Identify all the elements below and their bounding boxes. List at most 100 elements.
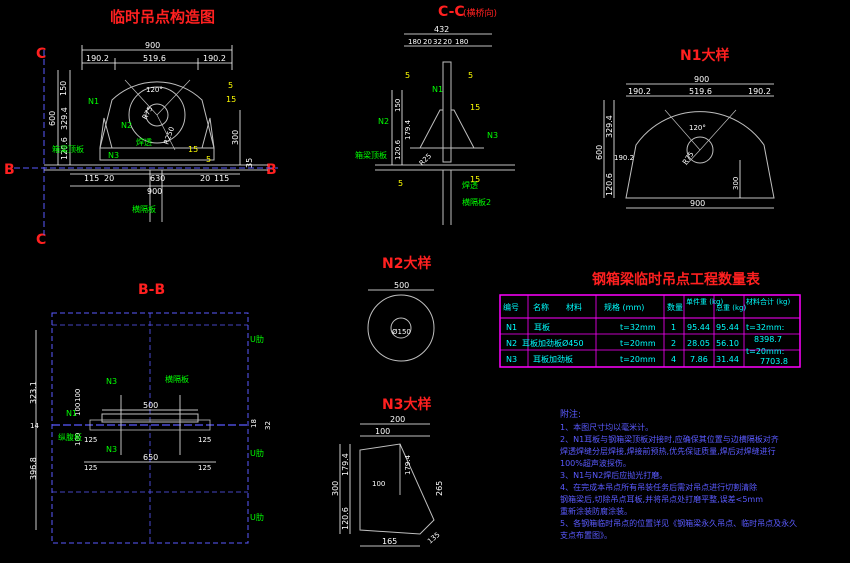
note-line-4: 100%超声波探伤。 bbox=[560, 458, 631, 468]
table-title: 钢箱梁临时吊点工程数量表 bbox=[592, 271, 761, 288]
th-qty: 数量 bbox=[667, 302, 683, 312]
n1-d190: 190.2 bbox=[614, 154, 634, 162]
n3-inner-100: 100 bbox=[372, 480, 385, 488]
cc-ear-plate bbox=[442, 61, 452, 163]
notes-title: 附注: bbox=[560, 408, 581, 420]
note-line-7: 钢箱梁后,切除吊点耳板,并将吊点处打磨平整,误差<5mm bbox=[560, 494, 763, 504]
n1-view: N1大样 900 190.2 519.6 190.2 600 329.4 120… bbox=[595, 47, 775, 209]
weld-15-b: 15 bbox=[188, 145, 198, 154]
n1-dim-519: 519.6 bbox=[689, 87, 712, 96]
dim-300-right: 300 bbox=[231, 130, 240, 145]
bb-dim-100b: 100 bbox=[74, 403, 82, 416]
td-r2-sum: t=20mm: bbox=[746, 347, 784, 356]
th-total: 总重 (kg) bbox=[716, 303, 746, 312]
td-r2-no: N2 bbox=[506, 339, 517, 348]
bb-dim-14: 14 bbox=[30, 422, 39, 430]
label-angle: 120° bbox=[146, 86, 163, 94]
note-line-9: 5、各钢箱临时吊点的位置详见《钢箱梁永久吊点、临时吊点及永久 bbox=[560, 518, 797, 528]
quantity-table: 钢箱梁临时吊点工程数量表 编号 名称 材料 规格 (mm) 数量 单件重 (kg… bbox=[499, 271, 801, 368]
td-r3-qty: 4 bbox=[671, 355, 676, 364]
label-deck: 箱梁顶板 bbox=[52, 144, 84, 154]
dim-900-bottom: 900 bbox=[147, 187, 162, 196]
weld-5-b: 5 bbox=[206, 155, 211, 164]
n3-title: N3大样 bbox=[382, 396, 431, 413]
dim-120-left: 120.6 bbox=[60, 137, 69, 160]
cc-weld-5a: 5 bbox=[405, 71, 410, 80]
cc-dim-179: 179.4 bbox=[404, 119, 412, 140]
n2-title: N2大样 bbox=[382, 255, 431, 272]
cc-view: C-C (横桥向) 432 180 20 32 20 180 150 120.6… bbox=[355, 4, 515, 225]
label-n1: N1 bbox=[88, 97, 99, 106]
bb-dim-323: 323.1 bbox=[29, 381, 38, 404]
td-r3-total: 31.44 bbox=[716, 355, 739, 364]
cc-title: C-C bbox=[438, 4, 465, 20]
n3-dim-100: 100 bbox=[375, 427, 390, 436]
n3-angle-135: 135 bbox=[426, 531, 441, 546]
cc-label-n3: N3 bbox=[487, 131, 498, 140]
dim-190-right: 190.2 bbox=[203, 54, 226, 63]
marker-c-bottom: C bbox=[36, 232, 46, 248]
n1-r75: R75 bbox=[681, 150, 695, 166]
bb-dim-100c: 100 bbox=[74, 433, 82, 446]
dim-115-left: 115 bbox=[84, 174, 99, 183]
td-r2-qty: 2 bbox=[671, 339, 676, 348]
n3-dim-265: 265 bbox=[435, 481, 444, 496]
n2-view: N2大样 500 Ø150 bbox=[367, 255, 435, 362]
n3-outline bbox=[359, 443, 435, 535]
cc-dim-20a: 20 bbox=[423, 38, 432, 46]
bb-label-u3: U肋 bbox=[250, 512, 264, 522]
n3-dim-200: 200 bbox=[390, 415, 405, 424]
n3-view: N3大样 200 100 300 120.6 179.4 179.4 100 2… bbox=[331, 396, 444, 547]
n1-dim-190a: 190.2 bbox=[628, 87, 651, 96]
label-n2: N2 bbox=[121, 121, 132, 130]
n2-inner-circle bbox=[390, 317, 412, 339]
n3-dim-300: 300 bbox=[331, 481, 340, 496]
dim-600-left: 600 bbox=[48, 111, 57, 126]
bb-label-n3a: N3 bbox=[106, 377, 117, 386]
weld-5-a: 5 bbox=[228, 81, 233, 90]
bb-view: B-B 323.1 100 100 100 396.8 14 18 32 500… bbox=[29, 282, 272, 544]
td-r2-spec: t=20mm bbox=[620, 339, 656, 348]
td-r3-unit: 7.86 bbox=[690, 355, 708, 364]
cc-dim-180b: 180 bbox=[455, 38, 468, 46]
th-no: 编号 bbox=[503, 302, 519, 312]
n1-dim-329: 329.4 bbox=[605, 115, 614, 138]
bb-dim-125d: 125 bbox=[198, 464, 211, 472]
cc-weld-5b: 5 bbox=[468, 71, 473, 80]
th-name: 名称 bbox=[533, 302, 549, 312]
th-unit: 单件重 (kg) bbox=[686, 297, 723, 306]
bb-dim-100a: 100 bbox=[74, 389, 82, 402]
td-r1-qty: 1 bbox=[671, 323, 676, 332]
note-line-8: 重新涂装防腐涂装。 bbox=[560, 506, 632, 516]
n1-detail-outline bbox=[625, 111, 775, 199]
cc-label-weld: 焊透 bbox=[462, 180, 478, 190]
n1-dim-120: 120.6 bbox=[605, 173, 614, 196]
n3-dim-165: 165 bbox=[382, 537, 397, 546]
bb-dim-650: 650 bbox=[143, 453, 158, 462]
th-sum: 材料合计 (kg) bbox=[746, 297, 790, 306]
cc-label-deck: 箱梁顶板 bbox=[355, 150, 387, 160]
td-r3-name: 耳板加劲板 bbox=[533, 354, 573, 364]
td-r1-name: 耳板 bbox=[534, 322, 550, 332]
bb-label-n1: N1 bbox=[66, 409, 77, 418]
dim-150-left: 150 bbox=[59, 81, 68, 96]
note-line-1: 1、本图尺寸均以毫米计。 bbox=[560, 422, 653, 432]
dim-329-left: 329.4 bbox=[60, 107, 69, 130]
label-n3: N3 bbox=[108, 151, 119, 160]
cc-weld-5c: 5 bbox=[398, 179, 403, 188]
dim-115-right: 115 bbox=[214, 174, 229, 183]
td-r1-unit: 95.44 bbox=[687, 323, 710, 332]
td-r1-sum: t=32mm: bbox=[746, 323, 784, 332]
bb-dim-396: 396.8 bbox=[29, 457, 38, 480]
n3-dim-179-inner: 179.4 bbox=[404, 454, 412, 475]
n3-dim-179-left: 179.4 bbox=[341, 453, 350, 476]
bb-dim-125c: 125 bbox=[84, 464, 97, 472]
n1-dim-190b: 190.2 bbox=[748, 87, 771, 96]
main-title: 临时吊点构造图 bbox=[110, 8, 215, 26]
td-r1-sum2: 8398.7 bbox=[754, 335, 782, 344]
td-r3-no: N3 bbox=[506, 355, 517, 364]
n3-dim-120: 120.6 bbox=[341, 507, 350, 530]
bb-dim-125a: 125 bbox=[84, 436, 97, 444]
cc-dim-32: 32 bbox=[433, 38, 442, 46]
